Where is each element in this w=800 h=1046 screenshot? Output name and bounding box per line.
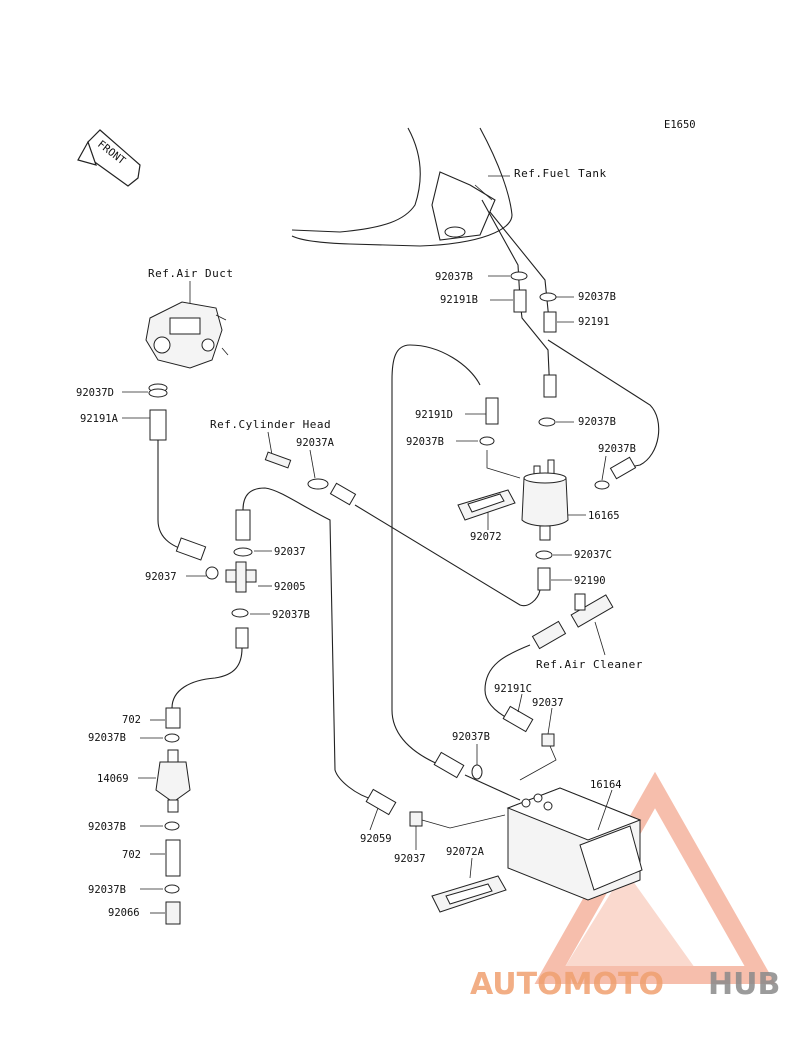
clamp-92037B-f [231, 608, 249, 618]
t-joint-92005 [225, 561, 257, 593]
hose-702-a [165, 707, 181, 729]
hose-short-a [235, 509, 251, 541]
label-92037C: 92037C [574, 549, 612, 561]
diagram-code: E1650 [664, 119, 696, 131]
label-92037D: 92037D [76, 387, 114, 399]
label-92037B-a: 92037B [435, 271, 473, 283]
label-16165: 16165 [588, 510, 620, 522]
label-16164: 16164 [590, 779, 622, 791]
lower-left-hose [171, 647, 243, 709]
bracket-92072A [431, 875, 507, 913]
left-long-hose [391, 344, 481, 766]
label-92072: 92072 [470, 531, 502, 543]
canister-loop-hose [547, 339, 660, 471]
hose-end-right [609, 456, 637, 480]
hose-92191C [502, 705, 534, 733]
fuel-tank-outline [291, 127, 513, 247]
clamp-92037B-a [510, 271, 528, 281]
clamp-92037B-g [164, 733, 180, 743]
label-702-b: 702 [122, 849, 141, 861]
label-92037B-i: 92037B [88, 884, 126, 896]
label-92059: 92059 [360, 833, 392, 845]
label-92037B-d: 92037B [406, 436, 444, 448]
hose-92191B [513, 289, 527, 313]
watermark-text: AUTOMOTO HUB [470, 967, 780, 1002]
hose-end-a [175, 537, 207, 561]
ref-air-duct: Ref.Air Duct [148, 267, 233, 280]
label-92066: 92066 [108, 907, 140, 919]
air-duct-hose [157, 440, 193, 553]
label-702-a: 702 [122, 714, 141, 726]
watermark-text-part1: AUTOMOTO [470, 967, 664, 1002]
clamp-92037-c [541, 733, 555, 747]
hose-end-lower [433, 751, 465, 779]
label-92037B-e: 92037B [598, 443, 636, 455]
label-92005: 92005 [274, 581, 306, 593]
clamp-92037-b [205, 566, 219, 580]
air-duct-valve [145, 301, 229, 369]
label-92037-b: 92037 [145, 571, 177, 583]
label-92037B-c: 92037B [578, 416, 616, 428]
label-92037B-j: 92037B [452, 731, 490, 743]
front-arrow-icon: FRONT [77, 129, 141, 187]
cylinder-head-hose [354, 504, 541, 607]
label-92191C: 92191C [494, 683, 532, 695]
label-14069: 14069 [97, 773, 129, 785]
label-92191B: 92191B [440, 294, 478, 306]
label-92191A: 92191A [80, 413, 119, 425]
clamp-92037D [148, 383, 168, 398]
clamp-92037B-d [479, 436, 495, 446]
clamp-92037B-j [471, 764, 483, 780]
label-92191D: 92191D [415, 409, 453, 421]
clamp-92037C [535, 550, 553, 560]
fitting-92066 [165, 901, 181, 925]
hose-92190 [537, 567, 551, 591]
canister-16164 [506, 787, 643, 901]
label-92191: 92191 [578, 316, 610, 328]
hose-upper-right [543, 374, 557, 398]
clamp-92037A [307, 478, 329, 490]
ref-cylinder-head: Ref.Cylinder Head [210, 418, 331, 431]
bracket-92072 [457, 489, 516, 521]
label-92037-d: 92037 [394, 853, 426, 865]
clamp-92037-d [409, 811, 423, 827]
label-92072A: 92072A [446, 846, 485, 858]
t-joint-upper-hose [242, 487, 376, 801]
label-92037B-h: 92037B [88, 821, 126, 833]
label-92190: 92190 [574, 575, 606, 587]
hose-end-b [329, 482, 357, 506]
clamp-92037-a [233, 547, 253, 557]
ref-air-cleaner: Ref.Air Cleaner [536, 658, 643, 671]
canister-inlet-hose [464, 774, 521, 801]
label-92037A: 92037A [296, 437, 335, 449]
hose-702-b [165, 839, 181, 877]
clamp-92037B-b [539, 292, 557, 302]
label-92037B-g: 92037B [88, 732, 126, 744]
hose-92191A [149, 409, 167, 441]
hose-92191D [485, 397, 499, 425]
label-92037B-f: 92037B [272, 609, 310, 621]
watermark-text-part2: HUB [708, 967, 780, 1002]
clamp-92037B-h [164, 821, 180, 831]
label-92037-c: 92037 [532, 697, 564, 709]
cylinder-head-fitting [264, 451, 292, 469]
filter-14069 [155, 749, 191, 813]
hose-92059 [365, 788, 397, 816]
clamp-92037B-c [538, 417, 556, 427]
label-92037-a: 92037 [274, 546, 306, 558]
fuel-filter-16165 [521, 459, 569, 541]
label-92037B-b: 92037B [578, 291, 616, 303]
clamp-92037B-i [164, 884, 180, 894]
ref-fuel-tank: Ref.Fuel Tank [514, 167, 607, 180]
air-cleaner-hose [484, 644, 531, 723]
watermark-triangle-inner-icon [560, 870, 700, 975]
clamp-92037B-e [594, 480, 610, 490]
air-cleaner-fitting [531, 593, 614, 650]
hose-92191 [543, 311, 557, 333]
hose-short-b [235, 627, 249, 649]
